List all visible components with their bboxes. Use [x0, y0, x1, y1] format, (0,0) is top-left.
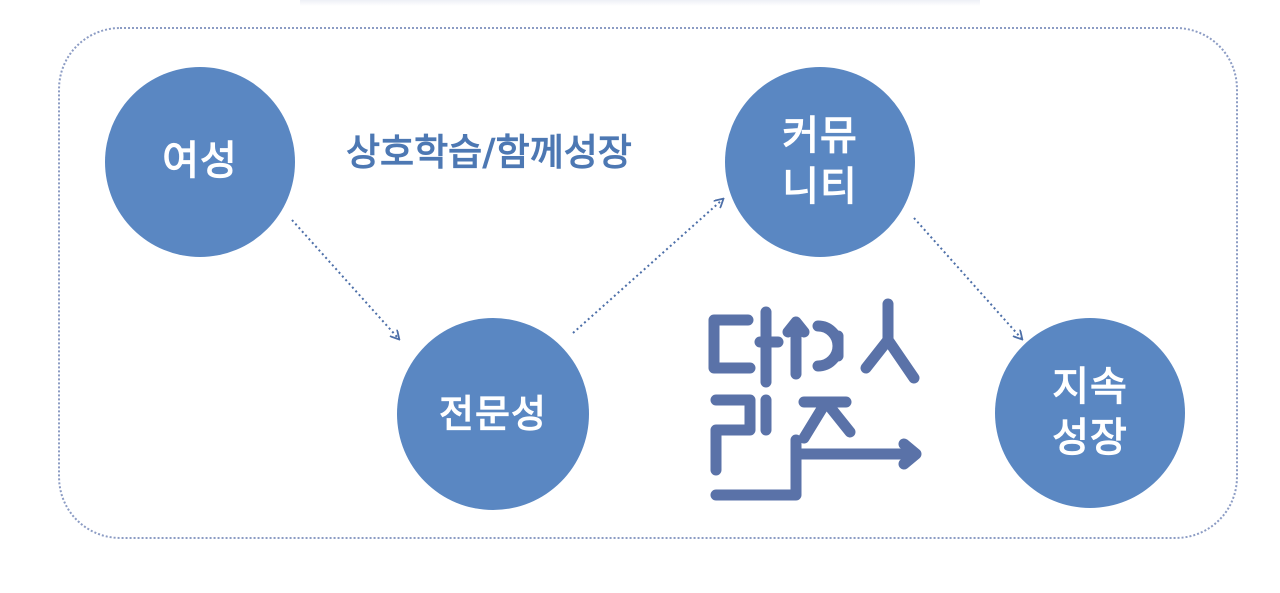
diagram-frame: [58, 27, 1238, 539]
node-expertise: 전문성: [397, 318, 589, 510]
arrow-women-to-expertise: [291, 219, 398, 338]
path-arrows-logo-icon: [708, 298, 922, 501]
node-sustainable: 지속 성장: [995, 318, 1185, 508]
top-shade: [300, 0, 980, 6]
arrow-expertise-to-community: [572, 200, 722, 334]
node-women: 여성: [105, 67, 295, 257]
arrow-community-to-sustainable: [913, 217, 1021, 338]
mutual-growth-caption: 상호학습/함께성장: [346, 131, 632, 174]
node-community: 커뮤 니티: [725, 67, 915, 257]
